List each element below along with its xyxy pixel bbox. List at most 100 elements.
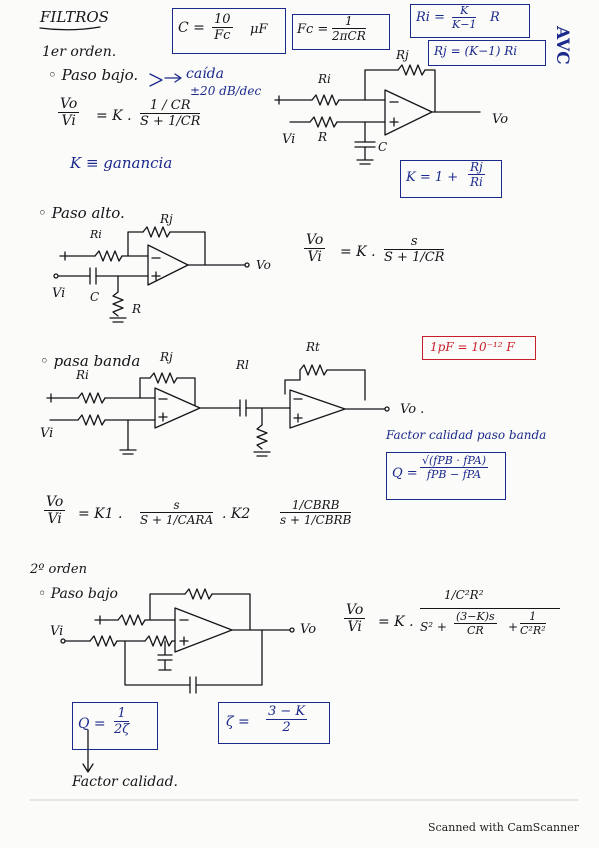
bp-vi-label: Vi — [40, 426, 54, 441]
lowpass-note-bracket — [149, 73, 163, 87]
bandpass-tf1: s S + 1/CARA — [140, 498, 214, 527]
highpass-tf-num: s — [384, 234, 445, 250]
gain-formula-box — [400, 160, 502, 198]
cutoff-lhs: Fc = — [297, 22, 329, 37]
zeta-num: 3 − K — [266, 704, 308, 720]
lp-c-label: C — [378, 140, 388, 154]
lowpass-tf-lhs-den: Vi — [61, 113, 76, 129]
second-tf-den-d-num: 1 — [520, 610, 546, 624]
second-tf-fraction-bar — [420, 608, 560, 609]
opamp-5 — [174, 607, 233, 653]
lp-r-label: R — [318, 130, 328, 144]
lowpass-note-line2: ±20 dB/dec — [190, 84, 262, 98]
bp-rl-label: Rl — [236, 358, 249, 372]
second-lowpass-label: ◦ Paso bajo — [38, 586, 118, 602]
zeta-lhs: ζ = — [226, 714, 250, 730]
bandpass-quality-box — [386, 452, 506, 500]
bandpass-tf2-den: s + 1/CBRB — [280, 513, 352, 527]
second-vo-label: Vo — [300, 622, 317, 637]
hp-ri-label: Ri — [90, 228, 102, 241]
rj-formula-box — [428, 40, 546, 66]
resistor-r-hp — [112, 291, 124, 317]
ri-formula-box — [410, 4, 530, 38]
lp-ri-label: Ri — [318, 72, 331, 86]
second-tf-den-d-den: C²R² — [520, 624, 546, 637]
lowpass-tf-rhs: 1 / CR S + 1/CR — [140, 98, 201, 129]
bandpass-circuit — [46, 364, 390, 457]
gain-formula-den: Ri — [469, 175, 483, 189]
lowpass-tf-lhs-num: Vo — [58, 96, 80, 113]
second-order-circuit — [60, 588, 295, 694]
bandpass-label: ◦ pasa banda — [40, 352, 141, 370]
bandpass-tf-lhs-den: Vi — [47, 511, 62, 527]
bandpass-tf-lhs: Vo Vi — [44, 494, 66, 527]
picofarad-note: 1pF = 10⁻¹² F — [430, 340, 515, 354]
highpass-tf-lhs-den: Vi — [307, 249, 322, 265]
highpass-tf-lhs: Vo Vi — [304, 232, 326, 265]
bandpass-tf2: 1/CBRB s + 1/CBRB — [280, 498, 352, 527]
second-tf-den-b: (3−K)s CR — [454, 610, 497, 637]
bandpass-quality-title: Factor calidad paso banda — [386, 428, 547, 442]
second-tf-eq: = K . — [378, 614, 414, 630]
resistor-ri-hp — [94, 250, 123, 262]
second-q-den: 2ζ — [114, 722, 130, 737]
lowpass-tf-num: 1 / CR — [140, 98, 201, 114]
ri-tail: R — [490, 10, 500, 25]
bandpass-tf-lhs-num: Vo — [44, 494, 66, 511]
second-tf-lhs-den: Vi — [347, 619, 362, 635]
lp-rj-label: Rj — [396, 48, 409, 62]
hp-c-label: C — [90, 290, 100, 304]
bandpass-tf2-num: 1/CBRB — [280, 498, 352, 513]
cutoff-denominator: 2πCR — [332, 29, 366, 43]
cutoff-formula-box — [292, 14, 390, 50]
lowpass-tf-den: S + 1/CR — [140, 114, 201, 129]
resistor-rj-hp — [142, 226, 171, 238]
highpass-tf-eq: = K . — [340, 244, 376, 260]
cutoff-fraction: 1 2πCR — [332, 14, 366, 43]
second-order-heading: 2º orden — [30, 562, 87, 577]
capacitance-formula-box — [172, 8, 286, 54]
gain-definition: K ≡ ganancia — [70, 154, 173, 172]
capacitance-unit: μF — [250, 22, 268, 37]
ri-lhs: Ri = — [416, 10, 445, 25]
bp-rt-label: Rt — [306, 340, 320, 354]
bandpass-tf-eq1: = K1 . — [78, 506, 123, 522]
bandpass-tf1-den: S + 1/CARA — [140, 513, 214, 527]
gain-formula-fraction: Rj Ri — [468, 160, 485, 189]
lowpass-circuit — [274, 64, 481, 165]
second-tf-lhs-num: Vo — [344, 602, 366, 619]
second-tf-den-a: S² + — [420, 620, 447, 634]
highpass-tf-lhs-num: Vo — [304, 232, 326, 249]
bandpass-q-fraction: √(fPB · fPA) fPB − fPA — [420, 454, 489, 481]
bandpass-q-num: √(fPB · fPA) — [420, 454, 489, 468]
bp-rj-label: Rj — [160, 350, 173, 364]
cutoff-numerator: 1 — [332, 14, 366, 29]
resistor-rt-bp — [299, 364, 328, 376]
second-tf-lhs: Vo Vi — [344, 602, 366, 635]
page-title: FILTROS — [40, 8, 109, 26]
resistor-ri-bp — [77, 392, 106, 404]
lp-vo-label: Vo — [492, 112, 509, 127]
picofarad-box — [422, 336, 536, 360]
highpass-tf-rhs: s S + 1/CR — [384, 234, 445, 265]
resistor-rj — [397, 64, 426, 76]
capacitance-lhs: C = — [178, 20, 205, 36]
capacitance-numerator: 10 — [212, 12, 233, 28]
bandpass-q-den: fPB − fPA — [426, 468, 482, 481]
lowpass-note-arrow — [164, 73, 182, 83]
gain-formula-lhs: K = 1 + — [406, 170, 459, 185]
zeta-box — [218, 702, 330, 744]
opamp-4 — [289, 389, 346, 429]
hp-r-label: R — [132, 302, 142, 316]
bp-vo-label: Vo . — [400, 402, 425, 417]
highpass-circuit — [53, 226, 250, 323]
second-tf-den-d: 1 C²R² — [520, 610, 546, 637]
quality-factor-label: Factor calidad. — [72, 774, 179, 790]
rj-formula: Rj = (K−1) Ri — [434, 44, 518, 58]
hp-rj-label: Rj — [160, 212, 173, 226]
bp-ri-label: Ri — [76, 368, 89, 382]
bandpass-q-lhs: Q = — [392, 466, 418, 481]
second-q-num: 1 — [114, 706, 130, 722]
resistor-rj-bp — [149, 372, 178, 384]
